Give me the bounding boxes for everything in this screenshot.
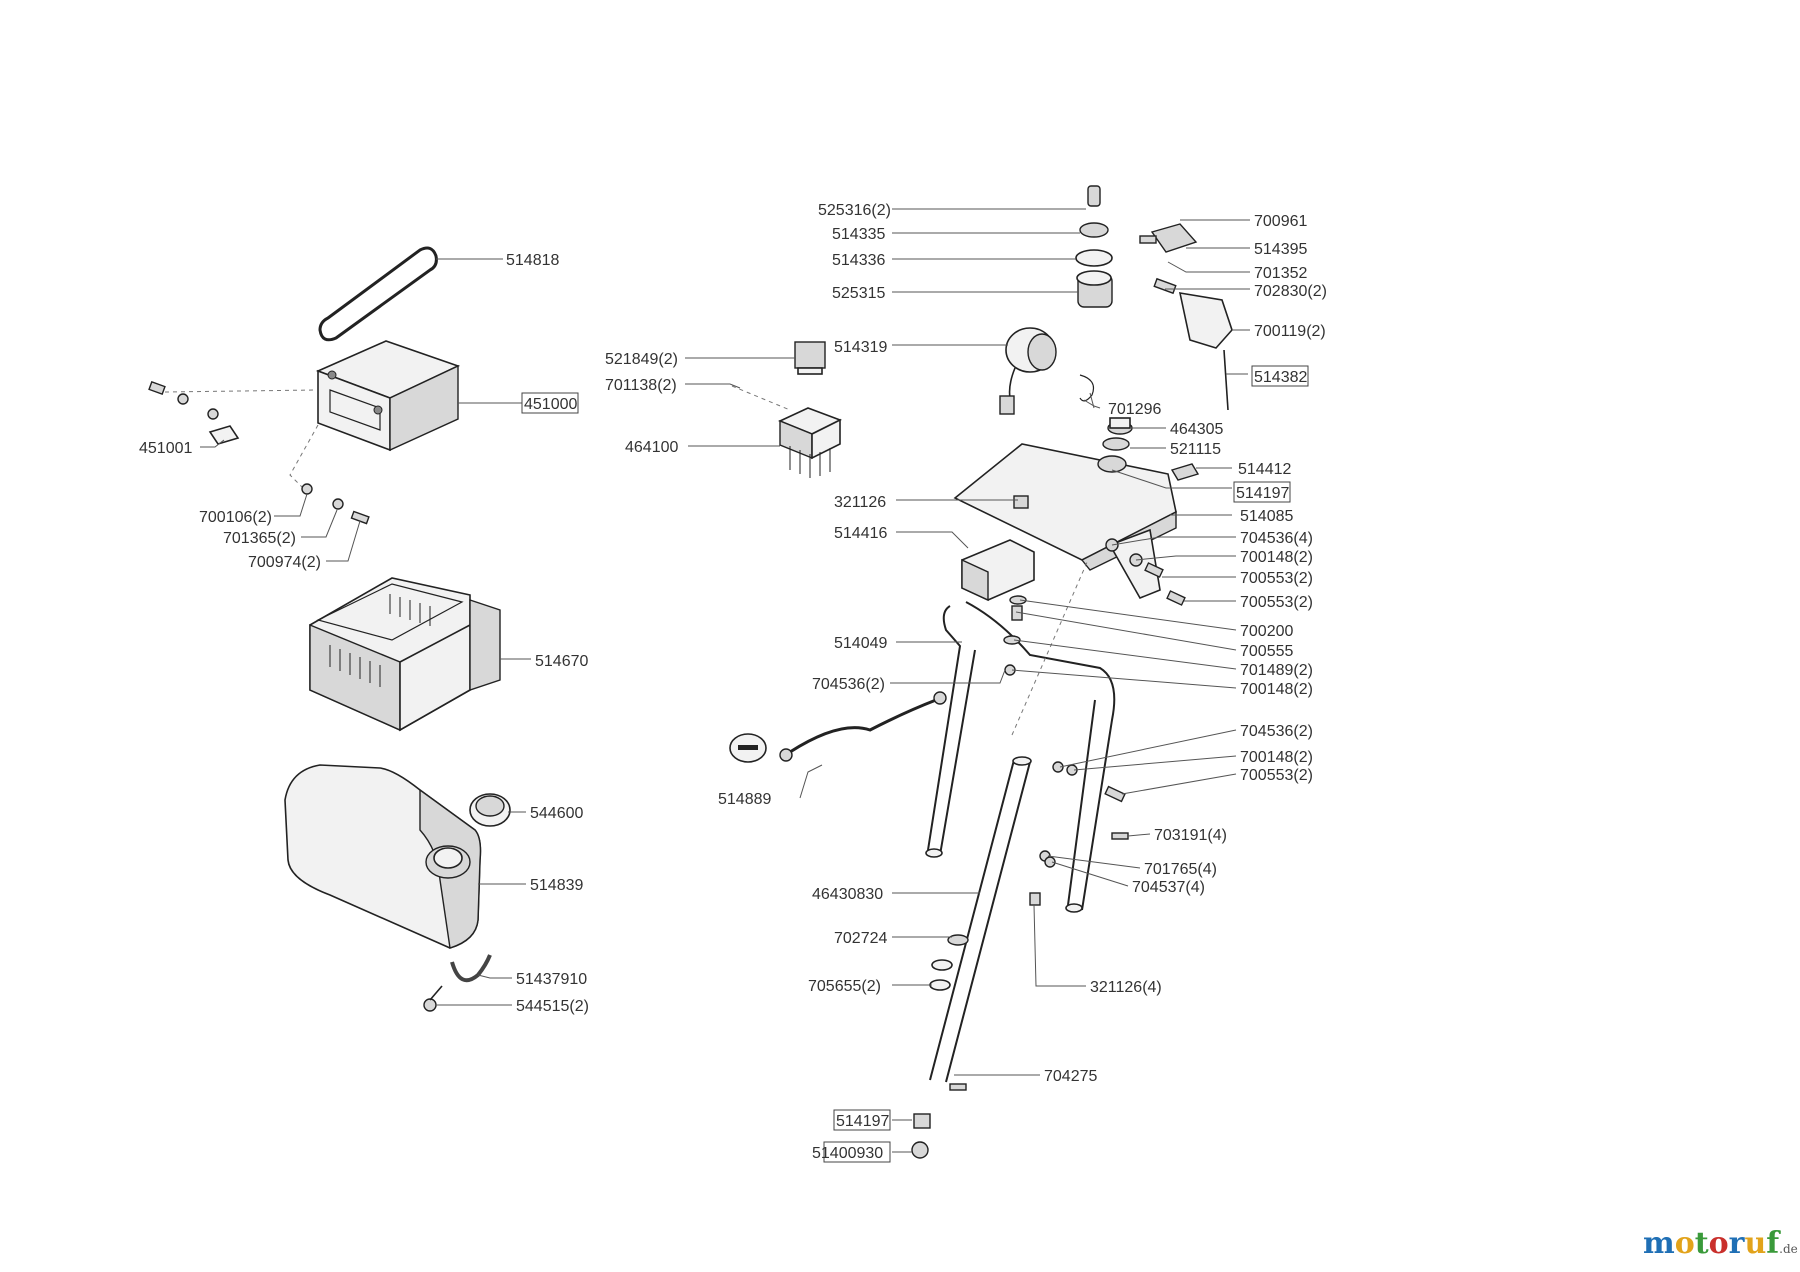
label-700119: 700119(2) xyxy=(1254,323,1326,340)
label-464100: 464100 xyxy=(625,439,678,456)
brand-letter: t xyxy=(1694,1226,1709,1261)
label-521849: 521849(2) xyxy=(605,351,678,368)
part-handlebar xyxy=(925,601,1116,913)
label-705655: 705655(2) xyxy=(808,978,881,995)
label-700961: 700961 xyxy=(1254,213,1307,230)
brand-letter: r xyxy=(1728,1226,1745,1261)
callout-labels: 514818 451000 451001 700106(2) 701365(2)… xyxy=(139,202,1327,1163)
label-700553-a: 700553(2) xyxy=(1240,570,1313,587)
label-321126: 321126 xyxy=(834,494,886,511)
brand-logo-suffix: .de xyxy=(1779,1242,1798,1256)
label-box-514197-top xyxy=(1233,481,1291,503)
part-battery-cable xyxy=(729,691,947,763)
label-701296: 701296 xyxy=(1108,401,1161,418)
part-ignition-stack xyxy=(1075,185,1113,308)
label-700148-a: 700148(2) xyxy=(1240,549,1313,566)
label-704275: 704275 xyxy=(1044,1068,1097,1085)
label-46430830: 46430830 xyxy=(812,886,883,903)
label-514670: 514670 xyxy=(535,653,588,670)
label-514336: 514336 xyxy=(832,252,885,269)
label-700555: 700555 xyxy=(1240,643,1293,660)
label-451001: 451001 xyxy=(139,440,192,457)
label-451000: 451000 xyxy=(524,396,577,413)
label-701365: 701365(2) xyxy=(223,530,296,547)
part-fuse-block xyxy=(731,385,842,478)
label-514818: 514818 xyxy=(506,252,559,269)
part-fasteners-center xyxy=(911,538,1186,1159)
label-701138: 701138(2) xyxy=(605,377,677,394)
label-525315: 525315 xyxy=(832,285,885,302)
label-700148-c: 700148(2) xyxy=(1240,749,1313,766)
label-701489: 701489(2) xyxy=(1240,662,1313,679)
part-right-bracket xyxy=(1139,223,1233,411)
label-514412: 514412 xyxy=(1238,461,1291,478)
brand-logo: motoruf.de xyxy=(1643,1226,1798,1261)
label-514319: 514319 xyxy=(834,339,887,356)
part-fuel-tank xyxy=(284,764,511,1012)
label-704536-4: 704536(4) xyxy=(1240,530,1313,547)
label-514049: 514049 xyxy=(834,635,887,652)
part-horn xyxy=(999,327,1095,415)
label-514889: 514889 xyxy=(718,791,771,808)
label-700974: 700974(2) xyxy=(248,554,321,571)
label-525316: 525316(2) xyxy=(818,202,891,219)
label-544515: 544515(2) xyxy=(516,998,589,1015)
brand-letter: o xyxy=(1674,1226,1695,1261)
part-relay xyxy=(794,341,826,375)
label-464305: 464305 xyxy=(1170,421,1223,438)
label-701352: 701352 xyxy=(1254,265,1307,282)
label-700106: 700106(2) xyxy=(199,509,272,526)
label-321126-4: 321126(4) xyxy=(1090,979,1162,996)
label-703191: 703191(4) xyxy=(1154,827,1227,844)
label-51400930: 51400930 xyxy=(812,1145,883,1162)
label-box-51400930 xyxy=(823,1141,891,1163)
label-514395: 514395 xyxy=(1254,241,1307,258)
label-514335: 514335 xyxy=(832,226,885,243)
label-702830: 702830(2) xyxy=(1254,283,1327,300)
brand-logo-text: motoruf xyxy=(1643,1226,1779,1261)
label-704536-2-left: 704536(2) xyxy=(812,676,885,693)
label-514382: 514382 xyxy=(1254,369,1307,386)
brand-letter: f xyxy=(1766,1226,1780,1261)
label-51437910: 51437910 xyxy=(516,971,587,988)
label-704537: 704537(4) xyxy=(1132,879,1205,896)
label-514197-top: 514197 xyxy=(1236,485,1289,502)
label-704536-2-right: 704536(2) xyxy=(1240,723,1313,740)
brand-letter: u xyxy=(1744,1226,1767,1261)
label-box-451000 xyxy=(521,392,579,414)
brand-letter: m xyxy=(1643,1226,1675,1261)
part-battery xyxy=(315,340,461,452)
brand-letter: o xyxy=(1708,1226,1729,1261)
label-700148-b: 700148(2) xyxy=(1240,681,1313,698)
label-514416: 514416 xyxy=(834,525,887,542)
leader-lines xyxy=(200,208,1250,1153)
label-514085: 514085 xyxy=(1240,508,1293,525)
label-521115: 521115 xyxy=(1170,441,1221,458)
part-strap xyxy=(318,246,438,342)
label-700200: 700200 xyxy=(1240,623,1293,640)
part-small-connectors xyxy=(1102,417,1200,481)
part-battery-bolts xyxy=(148,380,370,525)
part-holder xyxy=(961,539,1035,602)
label-701765: 701765(4) xyxy=(1144,861,1217,878)
label-700553-b: 700553(2) xyxy=(1240,594,1313,611)
part-center-tube xyxy=(929,559,1089,1083)
label-514197-bottom: 514197 xyxy=(836,1113,889,1130)
label-544600: 544600 xyxy=(530,805,583,822)
part-battery-tray xyxy=(309,577,501,732)
label-box-514197-bottom xyxy=(833,1109,891,1131)
label-702724: 702724 xyxy=(834,930,887,947)
label-700553-c: 700553(2) xyxy=(1240,767,1313,784)
label-514839: 514839 xyxy=(530,877,583,894)
label-box-514382 xyxy=(1251,365,1309,387)
